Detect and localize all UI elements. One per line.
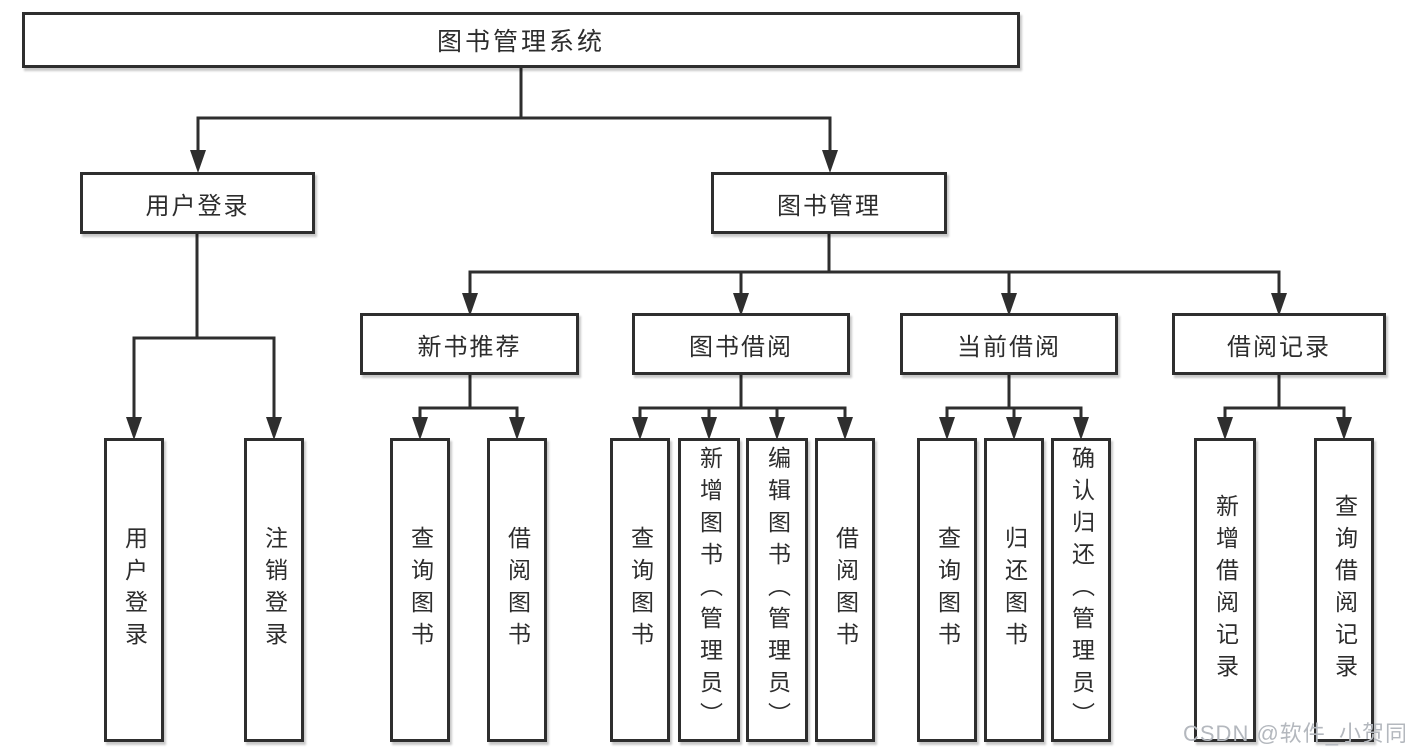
leaf-borrow-books: 借阅图书 bbox=[815, 438, 875, 742]
node-label: 注销登录 bbox=[261, 526, 288, 654]
node-user-login-module: 用户登录 bbox=[80, 172, 315, 234]
leaf-user-login: 用户登录 bbox=[104, 438, 164, 742]
node-label: 归还图书 bbox=[1001, 526, 1028, 654]
node-label: 查询借阅记录 bbox=[1331, 494, 1358, 686]
node-label: 用户登录 bbox=[121, 526, 148, 654]
node-borrowing-records: 借阅记录 bbox=[1172, 313, 1386, 375]
node-current-borrowing: 当前借阅 bbox=[900, 313, 1118, 375]
node-label: 新增图书（管理员） bbox=[696, 446, 723, 734]
node-label: 图书管理系统 bbox=[436, 28, 605, 56]
node-book-borrowing: 图书借阅 bbox=[632, 313, 850, 375]
leaf-query-borrow-record: 查询借阅记录 bbox=[1314, 438, 1374, 742]
node-label: 图书管理 bbox=[777, 192, 881, 220]
leaf-query-books-current: 查询图书 bbox=[917, 438, 977, 742]
node-label: 编辑图书（管理员） bbox=[764, 446, 791, 734]
leaf-confirm-return-admin: 确认归还（管理员） bbox=[1051, 438, 1111, 742]
leaf-borrow-books-recommend: 借阅图书 bbox=[487, 438, 547, 742]
node-book-management-module: 图书管理 bbox=[711, 172, 947, 234]
leaf-edit-books-admin: 编辑图书（管理员） bbox=[746, 438, 808, 742]
csdn-watermark: CSDN @软件_小贺同学 bbox=[1183, 721, 1405, 746]
node-label: 查询图书 bbox=[407, 526, 434, 654]
leaf-query-books-recommend: 查询图书 bbox=[390, 438, 450, 742]
node-label: 查询图书 bbox=[934, 526, 961, 654]
node-label: 借阅记录 bbox=[1227, 333, 1331, 361]
leaf-return-books: 归还图书 bbox=[984, 438, 1044, 742]
node-root-library-system: 图书管理系统 bbox=[22, 12, 1020, 68]
node-label: 查询图书 bbox=[627, 526, 654, 654]
node-label: 新增借阅记录 bbox=[1212, 494, 1239, 686]
node-label: 新书推荐 bbox=[417, 333, 522, 361]
node-new-book-recommendation: 新书推荐 bbox=[360, 313, 579, 375]
leaf-query-books-borrow: 查询图书 bbox=[610, 438, 670, 742]
leaf-add-books-admin: 新增图书（管理员） bbox=[678, 438, 740, 742]
node-label: 图书借阅 bbox=[689, 333, 793, 361]
node-label: 确认归还（管理员） bbox=[1068, 446, 1095, 734]
node-label: 当前借阅 bbox=[957, 333, 1061, 361]
leaf-add-borrow-record: 新增借阅记录 bbox=[1194, 438, 1256, 742]
node-label: 借阅图书 bbox=[504, 526, 531, 654]
leaf-logout: 注销登录 bbox=[244, 438, 304, 742]
node-label: 借阅图书 bbox=[832, 526, 859, 654]
node-label: 用户登录 bbox=[145, 192, 250, 220]
